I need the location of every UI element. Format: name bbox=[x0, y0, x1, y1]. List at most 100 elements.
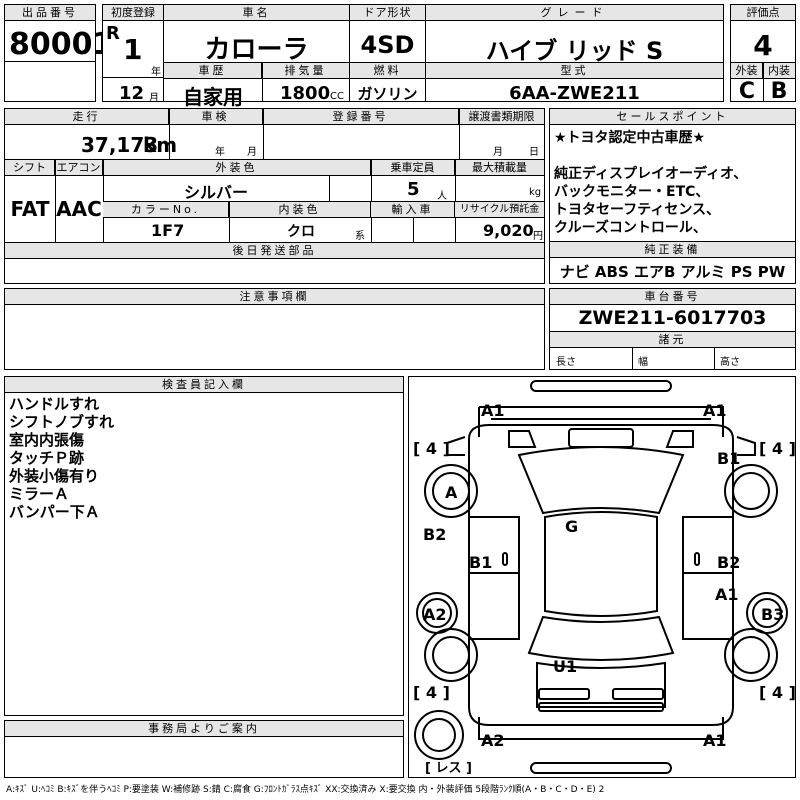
mark-a2-rear-left: A2 bbox=[481, 731, 505, 750]
door-label: ドア形状 bbox=[350, 5, 425, 21]
registration-year: 1 bbox=[123, 33, 143, 66]
mark-g-roof: G bbox=[565, 517, 579, 536]
first-registration-cell: 初度登録 R 1 年 12 月 bbox=[102, 4, 164, 104]
office-cell: 事務局よりご案内 bbox=[4, 720, 404, 778]
delayed-parts-label: 後日発送部品 bbox=[5, 243, 544, 259]
mark-a1-right: A1 bbox=[715, 585, 739, 604]
exterior-grade: C bbox=[738, 79, 756, 104]
mileage-label: 走行 bbox=[5, 109, 169, 125]
car-name: カローラ bbox=[204, 35, 309, 65]
mark-u1-trunk: U1 bbox=[553, 657, 578, 676]
first-registration-label: 初度登録 bbox=[103, 5, 163, 21]
tire-front-left: [ 4 ] bbox=[413, 439, 450, 458]
inspection-month-unit: 月 bbox=[247, 147, 257, 158]
inspector-cell: 検査員記入欄 ハンドルすれシフトノブすれ室内内張傷タッチＰ跡外装小傷有りミラーＡ… bbox=[4, 376, 404, 716]
mark-a2-left: A2 bbox=[423, 605, 447, 624]
color-number: 1F7 bbox=[151, 221, 185, 240]
sales-point-line: ★トヨタ認定中古車歴★ bbox=[554, 130, 706, 146]
sales-points-list: ★トヨタ認定中古車歴★ 純正ディスプレイオーディオ、バックモニター・ETC、トヨ… bbox=[554, 129, 794, 237]
inspector-note: 外装小傷有り bbox=[9, 467, 100, 485]
interior-color-unit: 系 bbox=[355, 231, 365, 242]
inspector-note: タッチＰ跡 bbox=[9, 449, 85, 467]
interior-label: 内装 bbox=[763, 63, 795, 79]
car-name-label: 車名 bbox=[164, 5, 349, 21]
mileage-unit: km bbox=[143, 133, 178, 157]
spare-tire-status: [ レス ] bbox=[425, 761, 472, 776]
score-cell: 評価点 4 外装 内装 C B bbox=[730, 4, 796, 104]
inspector-label: 検査員記入欄 bbox=[5, 377, 403, 393]
interior-color-label: 内装色 bbox=[229, 202, 371, 218]
recycle-fee: 9,020 bbox=[483, 221, 534, 240]
grade-label: グレード bbox=[426, 5, 723, 21]
interior-color: クロ bbox=[287, 224, 315, 240]
equipment-list: ナビ ABS エアB アルミ PS PW bbox=[559, 263, 786, 281]
sales-point-line bbox=[554, 147, 794, 165]
fuel-label: 燃料 bbox=[350, 63, 425, 79]
transfer-month-unit: 月 bbox=[493, 147, 503, 158]
tire-rear-right: [ 4 ] bbox=[759, 683, 796, 702]
spec-width: 幅 bbox=[638, 357, 648, 368]
mark-a1-front-right: A1 bbox=[703, 401, 727, 420]
mark-a-left-wheel: A bbox=[445, 483, 458, 502]
tire-rear-left: [ 4 ] bbox=[413, 683, 450, 702]
car-name-cell: 車名 カローラ 車歴 排気量 自家用 1800 CC bbox=[163, 4, 350, 109]
transfer-day-unit: 日 bbox=[529, 147, 539, 158]
office-label: 事務局よりご案内 bbox=[5, 721, 403, 737]
sales-points-label: セールスポイント bbox=[550, 109, 795, 125]
shift-label: シフト bbox=[5, 160, 55, 176]
chassis-number: ZWE211-6017703 bbox=[578, 307, 767, 329]
score-label: 評価点 bbox=[731, 5, 795, 21]
inspector-note: ハンドルすれ bbox=[9, 395, 100, 413]
damage-legend: A:ｷｽﾞ U:ﾍｺﾐ B:ｷｽﾞを伴うﾍｺﾐ P:要塗装 W:補修跡 S:錆 … bbox=[6, 785, 605, 795]
spec-length: 長さ bbox=[556, 357, 576, 368]
registration-number-label: 登録番号 bbox=[263, 109, 459, 125]
load-unit: kg bbox=[529, 187, 542, 198]
exterior-label: 外装 bbox=[731, 63, 763, 79]
shift-type: FAT bbox=[10, 197, 50, 221]
inspector-note: 室内内張傷 bbox=[9, 431, 85, 449]
car-history: 自家用 bbox=[183, 85, 243, 109]
recycle-label: リサイクル預託金 bbox=[455, 202, 544, 218]
mark-a1-rear-right: A1 bbox=[703, 731, 727, 750]
capacity-label: 乗車定員 bbox=[371, 160, 455, 176]
sales-point-line: バックモニター・ETC、 bbox=[554, 184, 710, 200]
displacement-label: 排気量 bbox=[262, 63, 349, 79]
exterior-color: シルバー bbox=[183, 183, 248, 202]
capacity-unit: 人 bbox=[437, 191, 447, 202]
ac-label: エアコン bbox=[55, 160, 103, 176]
sales-point-line: 純正ディスプレイオーディオ、 bbox=[554, 166, 748, 182]
overall-score: 4 bbox=[753, 29, 773, 62]
specs-label: 諸元 bbox=[550, 332, 795, 348]
mark-b3-right: B3 bbox=[761, 605, 785, 624]
displacement: 1800 bbox=[280, 83, 331, 104]
chassis-label: 車台番号 bbox=[550, 289, 795, 305]
model-code: 6AA-ZWE211 bbox=[509, 83, 640, 104]
transfer-deadline-label: 譲渡書類期限 bbox=[459, 109, 544, 125]
recycle-unit: 円 bbox=[533, 231, 543, 242]
mark-b2-left: B2 bbox=[423, 525, 447, 544]
details-block: 走行 車検 登録番号 譲渡書類期限 37,173 km 年 月 月 日 シフト … bbox=[4, 108, 545, 284]
tire-front-right: [ 4 ] bbox=[759, 439, 796, 458]
mark-b1-left-door: B1 bbox=[469, 553, 493, 572]
year-unit: 年 bbox=[151, 67, 161, 78]
import-label: 輸入車 bbox=[371, 202, 455, 218]
inspector-note: シフトノブすれ bbox=[9, 413, 115, 431]
inspector-note: バンパー下Ａ bbox=[9, 503, 100, 521]
spec-height: 高さ bbox=[720, 357, 740, 368]
fuel-type: ガソリン bbox=[357, 85, 418, 103]
capacity: 5 bbox=[407, 179, 420, 200]
exterior-color-label: 外装色 bbox=[103, 160, 371, 176]
mark-b1-right-front: B1 bbox=[717, 449, 741, 468]
model-label: 型式 bbox=[426, 63, 723, 79]
registration-month: 12 bbox=[119, 83, 145, 104]
car-outline bbox=[414, 380, 788, 774]
month-unit: 月 bbox=[149, 93, 159, 104]
interior-grade: B bbox=[770, 79, 788, 104]
inspection-year-unit: 年 bbox=[215, 147, 225, 158]
notes-label: 注意事項欄 bbox=[5, 289, 544, 305]
inspection-label: 車検 bbox=[169, 109, 263, 125]
sales-point-line: クルーズコントロール、 bbox=[554, 220, 707, 236]
sales-points-cell: セールスポイント ★トヨタ認定中古車歴★ 純正ディスプレイオーディオ、バックモニ… bbox=[549, 108, 796, 284]
color-number-label: カラーNo. bbox=[103, 202, 229, 218]
